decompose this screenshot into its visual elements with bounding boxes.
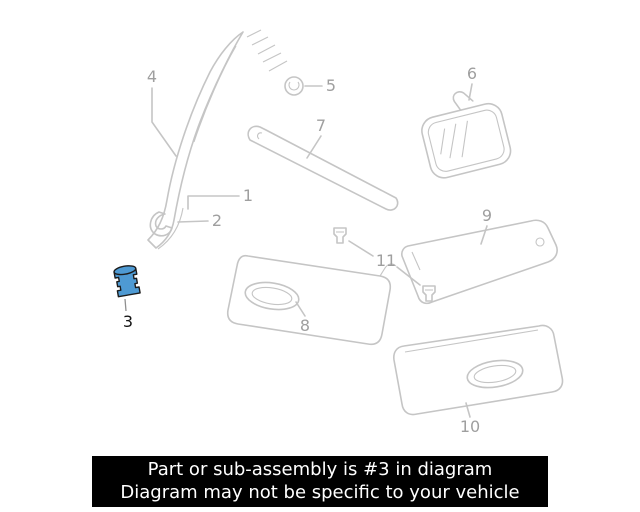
hook-bracket-art xyxy=(149,211,173,237)
banner-line2: Diagram may not be specific to your vehi… xyxy=(120,482,520,503)
callout-5: 5 xyxy=(325,76,337,95)
pillar-trim-art xyxy=(147,29,288,250)
banner-line1: Part or sub-assembly is #3 in diagram xyxy=(147,459,493,480)
clip-a-art xyxy=(333,227,347,244)
callout-3: 3 xyxy=(122,312,134,331)
highlight-leader-line xyxy=(124,298,127,312)
clip-b-art xyxy=(422,285,436,302)
mirror-art xyxy=(421,91,512,179)
callout-6: 6 xyxy=(466,64,478,83)
note-banner: Part or sub-assembly is #3 in diagram Di… xyxy=(92,456,548,507)
callout-1: 1 xyxy=(242,186,254,205)
callout-8: 8 xyxy=(299,316,311,335)
right-visor-art xyxy=(401,219,558,305)
callout-10: 10 xyxy=(459,417,481,436)
callout-9: 9 xyxy=(481,206,493,225)
highlighted-part-3 xyxy=(113,265,141,298)
callout-7: 7 xyxy=(315,116,327,135)
callout-2: 2 xyxy=(211,211,223,230)
lower-visor-art xyxy=(393,324,564,416)
left-visor-art xyxy=(226,254,397,346)
grommet-art xyxy=(284,76,304,96)
callout-11: 11 xyxy=(375,251,397,270)
visor-rod-art xyxy=(247,125,399,211)
callout-leader-lines xyxy=(151,83,488,418)
callout-4: 4 xyxy=(146,67,158,86)
